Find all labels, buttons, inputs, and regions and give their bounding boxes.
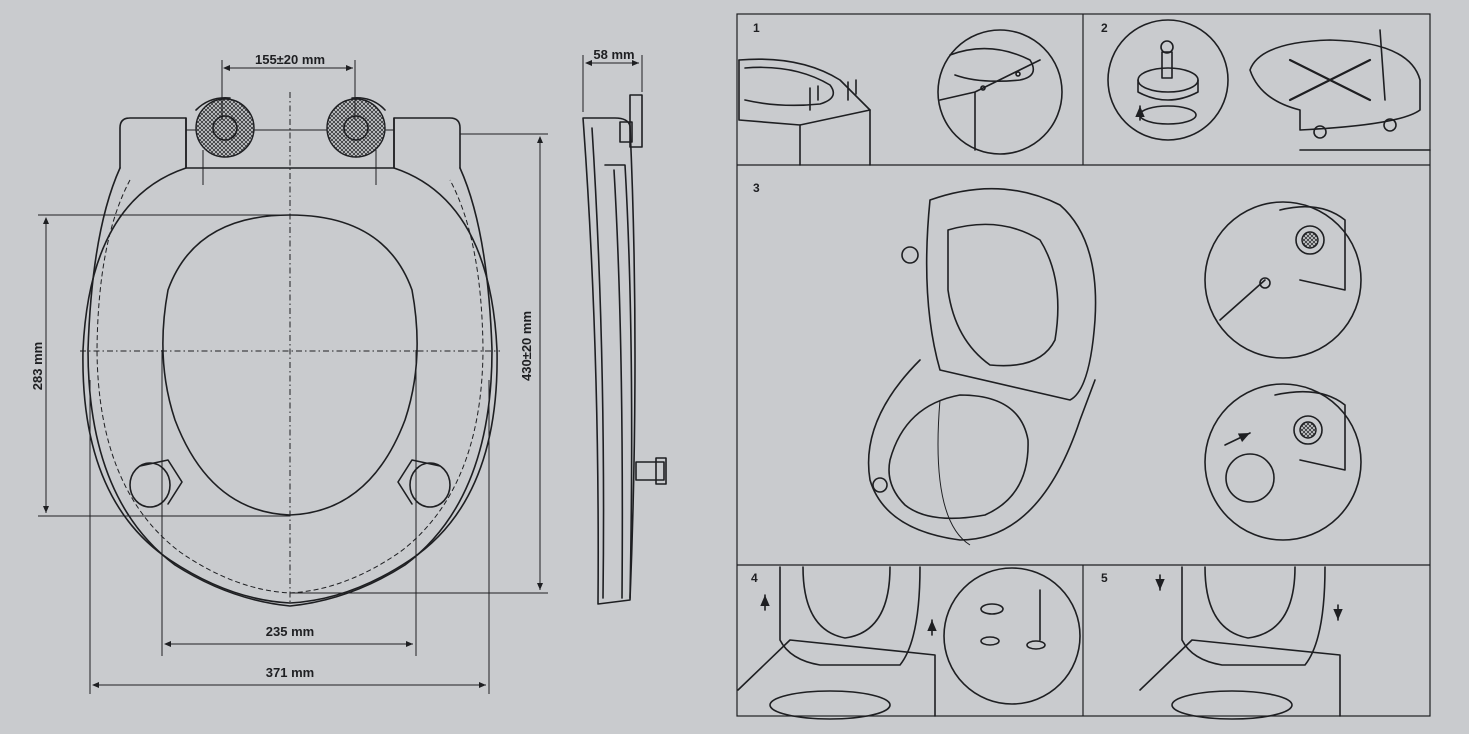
inner-length-label: 283 mm: [30, 342, 45, 390]
side-view: 58 mm: [582, 47, 667, 605]
depth-label: 58 mm: [593, 47, 634, 62]
bumper-left: [129, 459, 183, 508]
step-2-panel: 2: [1101, 19, 1431, 151]
step-4-panel: 4: [737, 566, 1081, 720]
hinge-left: [195, 96, 255, 158]
step-1-number: 1: [753, 21, 760, 35]
dim-inner-width: 235 mm: [161, 350, 417, 656]
bumper-right: [397, 459, 451, 508]
dim-outer-width: 371 mm: [89, 380, 490, 694]
step-1-panel: 1: [738, 21, 1063, 166]
step-5-panel: 5: [1101, 566, 1343, 720]
dim-inner-length: 283 mm: [30, 214, 290, 517]
step-2-number: 2: [1101, 21, 1108, 35]
outer-width-label: 371 mm: [266, 665, 314, 680]
step-3-number: 3: [753, 181, 760, 195]
hinge-right: [326, 96, 386, 158]
inner-width-label: 235 mm: [266, 624, 314, 639]
step-3-panel: 3: [753, 181, 1362, 546]
outer-length-label: 430±20 mm: [519, 311, 534, 381]
dim-hinge-spacing: 155±20 mm: [221, 52, 356, 120]
dim-outer-length: 430±20 mm: [290, 133, 548, 594]
step-5-number: 5: [1101, 571, 1108, 585]
instructions-grid: [736, 13, 1431, 717]
step-4-number: 4: [751, 571, 758, 585]
top-view: 155±20 mm 283 mm 430±20 mm 235 mm 371 mm: [30, 52, 548, 694]
hinge-spacing-label: 155±20 mm: [255, 52, 325, 67]
